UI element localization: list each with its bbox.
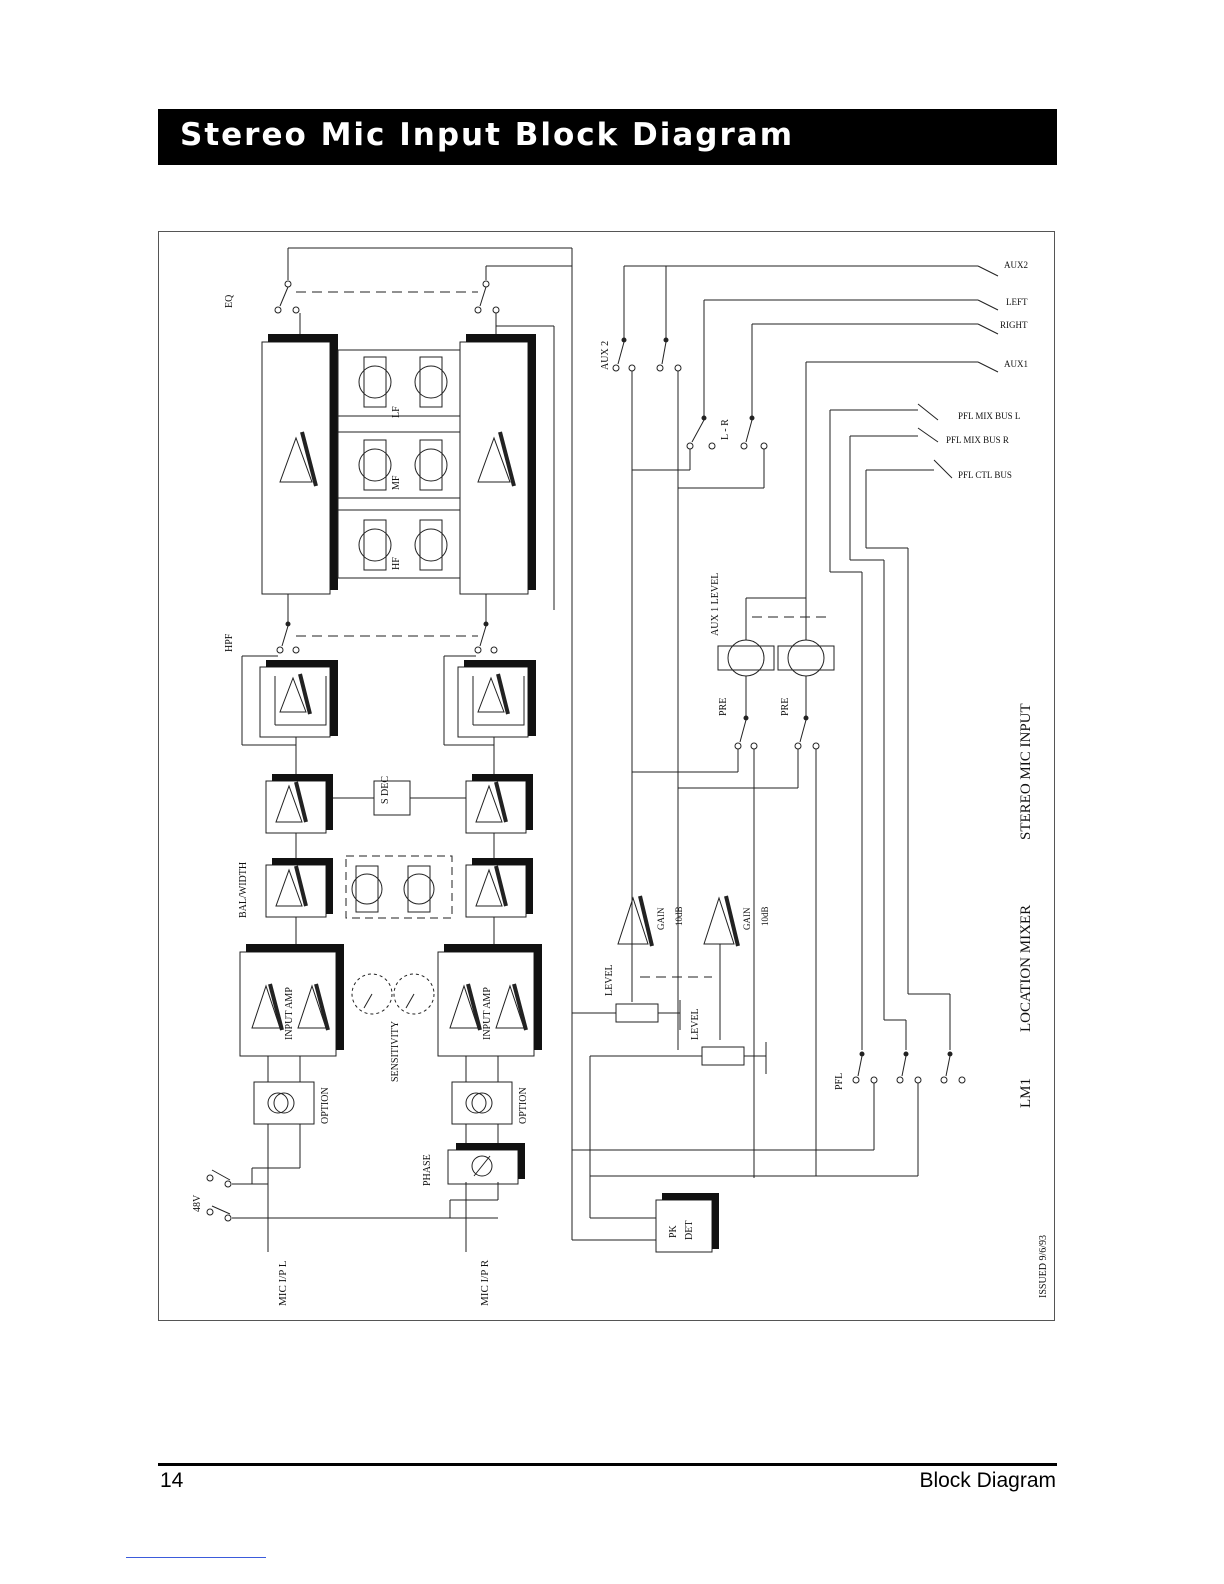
gain-right-label: GAIN <box>742 907 752 930</box>
input-amp-row <box>239 944 542 1057</box>
option-blocks <box>253 1056 513 1125</box>
output-pfl-ctl-bus: PFL CTL BUS <box>958 470 1012 480</box>
level-left-label: LEVEL <box>604 964 615 996</box>
page-number: 14 <box>160 1469 184 1492</box>
location-mixer-label: LOCATION MIXER <box>1018 905 1034 1032</box>
issued-date: ISSUED 9/6/93 <box>1038 1235 1049 1298</box>
page-title: Stereo Mic Input Block Diagram <box>180 117 795 153</box>
level-faders <box>572 976 767 1218</box>
balwidth-label: BAL/WIDTH <box>238 862 249 918</box>
aux1-level-label: AUX 1 LEVEL <box>710 573 721 636</box>
aux1-level-pots <box>632 362 835 1178</box>
gain-left-label: GAIN <box>656 907 666 930</box>
aux2-switches <box>612 266 682 1050</box>
input-amp-right-label: INPUT AMP <box>482 987 493 1040</box>
mic-input-left-label: MIC I/P L <box>277 1260 289 1306</box>
eq-block-right <box>459 341 529 595</box>
bottom-link-underline <box>126 1557 266 1558</box>
phase-block <box>447 1143 525 1185</box>
pfl-label: PFL <box>834 1073 845 1090</box>
lf-label: LF <box>391 406 402 418</box>
eq-label: EQ <box>224 294 235 308</box>
hf-label: HF <box>391 557 402 570</box>
balwidth-row <box>265 855 533 919</box>
option-right-label: OPTION <box>518 1087 529 1124</box>
eq-amp-right-symbol <box>477 436 511 483</box>
footer-section-name: Block Diagram <box>919 1469 1056 1492</box>
sensitivity-label: SENSITIVITY <box>390 1021 401 1082</box>
output-buses <box>624 265 999 479</box>
gain-right-db: 10dB <box>760 906 770 926</box>
output-left: LEFT <box>1006 297 1028 307</box>
title-bar: Stereo Mic Input Block Diagram <box>158 109 1057 165</box>
phase-label: PHASE <box>422 1154 433 1186</box>
gain-amps <box>617 895 740 1040</box>
output-aux1: AUX1 <box>1004 359 1028 369</box>
pk-label: PK <box>668 1224 679 1238</box>
sdec-label: S DEC <box>380 776 391 804</box>
lm1-label: LM1 <box>1018 1078 1034 1108</box>
lr-switches <box>632 300 768 489</box>
output-aux2: AUX2 <box>1004 260 1028 270</box>
pfl-switches <box>572 410 966 1177</box>
output-pfl-mix-bus-r: PFL MIX BUS R <box>946 435 1009 445</box>
hpf-blocks <box>259 660 536 738</box>
stereo-mic-input-label: STEREO MIC INPUT <box>1018 703 1034 840</box>
det-label: DET <box>684 1221 695 1240</box>
lr-label: L - R <box>720 419 731 440</box>
pre-left-label: PRE <box>718 698 729 716</box>
option-left-label: OPTION <box>320 1087 331 1124</box>
pre-right-label: PRE <box>780 698 791 716</box>
aux2-label: AUX 2 <box>600 341 611 370</box>
v48-label: 48V <box>192 1194 203 1212</box>
output-right: RIGHT <box>1000 320 1028 330</box>
hpf-label: HPF <box>224 633 235 652</box>
input-amp-left-label: INPUT AMP <box>284 987 295 1040</box>
level-right-label: LEVEL <box>690 1008 701 1040</box>
eq-amp-left-symbol <box>279 436 313 483</box>
output-pfl-mix-bus-l: PFL MIX BUS L <box>958 411 1020 421</box>
mf-label: MF <box>391 475 402 490</box>
sdec-row <box>265 774 533 834</box>
mic-input-right-label: MIC I/P R <box>479 1259 491 1306</box>
diagram-frame <box>158 231 1055 1321</box>
gain-left-db: 10dB <box>674 906 684 926</box>
footer-rule <box>158 1463 1057 1466</box>
eq-block-left <box>261 341 331 595</box>
eq-pots <box>337 349 461 579</box>
pk-det-block <box>572 1193 719 1253</box>
